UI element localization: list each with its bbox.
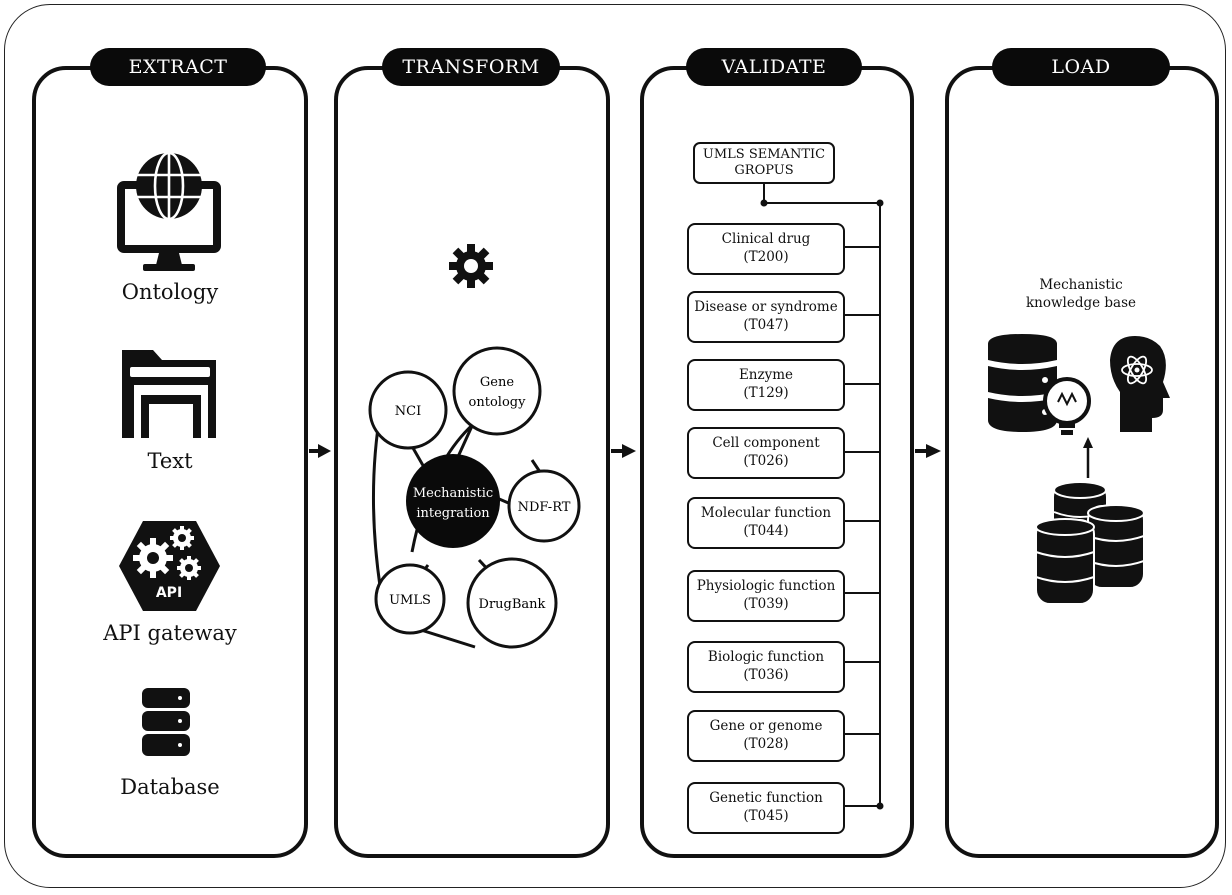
stage-load-label: LOAD [992, 48, 1170, 86]
api-gateway-label: API gateway [103, 621, 237, 645]
upward-arrow [1083, 437, 1093, 478]
umls-semantic-groups-box: UMLS SEMANTIC GROPUS [693, 142, 835, 184]
semantic-group-name: Molecular function [700, 505, 832, 522]
svg-text:Mechanistic: Mechanistic [413, 486, 493, 501]
arrow-validate-to-load [915, 444, 941, 458]
semantic-group-code: (T044) [743, 523, 789, 539]
node-drugbank: DrugBank [466, 557, 558, 649]
ontology-label: Ontology [121, 280, 219, 304]
text-label: Text [147, 449, 193, 473]
stage-validate-label: VALIDATE [686, 48, 862, 86]
umls-semantic-groups-line2: GROPUS [734, 163, 794, 178]
node-umls: UMLS [374, 563, 446, 635]
semantic-group-box: Clinical drug (T200) [687, 223, 845, 275]
stage-transform-label: TRANSFORM [382, 48, 560, 86]
database-label: Database [120, 775, 220, 799]
bracket-dot-left [760, 199, 768, 207]
semantic-group-name: Physiologic function [696, 578, 836, 595]
node-ndf-rt: NDF-RT [507, 469, 581, 543]
semantic-group-box: Genetic function (T045) [687, 782, 845, 834]
node-gene-ontology: Gene ontology [452, 346, 542, 436]
semantic-group-box: Biologic function (T036) [687, 641, 845, 693]
semantic-group-name: Genetic function [709, 790, 823, 807]
database-stack-icon [1035, 481, 1145, 605]
semantic-group-box: Molecular function (T044) [687, 497, 845, 549]
api-gears-icon: API [119, 521, 220, 611]
semantic-group-box: Cell component (T026) [687, 427, 845, 479]
semantic-group-code: (T039) [743, 596, 789, 612]
semantic-group-code: (T028) [743, 736, 789, 752]
semantic-group-code: (T036) [743, 667, 789, 683]
svg-text:ontology: ontology [469, 395, 527, 410]
arrow-extract-to-transform [309, 444, 331, 458]
api-badge-text: API [156, 585, 182, 601]
outer-frame [4, 4, 1226, 888]
node-mechanistic-integration: Mechanistic integration [406, 454, 500, 548]
semantic-group-code: (T200) [743, 249, 789, 265]
knowledge-base-label-line1: Mechanistic [1039, 277, 1123, 293]
svg-text:NCI: NCI [395, 404, 421, 419]
lightbulb-icon [1043, 377, 1091, 435]
svg-text:DrugBank: DrugBank [479, 597, 546, 612]
svg-text:NDF-RT: NDF-RT [518, 500, 571, 515]
svg-text:integration: integration [416, 506, 490, 521]
svg-text:UMLS: UMLS [389, 593, 431, 608]
svg-text:Gene: Gene [480, 375, 514, 390]
semantic-group-box: Disease or syndrome (T047) [687, 291, 845, 343]
semantic-group-box: Enzyme (T129) [687, 359, 845, 411]
gear-icon [449, 244, 493, 288]
semantic-group-name: Clinical drug [721, 231, 811, 248]
stage-extract-label: EXTRACT [90, 48, 266, 86]
arrow-transform-to-validate [611, 444, 636, 458]
database-icon [142, 688, 190, 756]
bracket-dot-top [876, 199, 884, 207]
semantic-group-name: Disease or syndrome [694, 299, 838, 316]
semantic-group-code: (T047) [743, 317, 789, 333]
semantic-group-name: Enzyme [738, 367, 794, 384]
semantic-group-box: Physiologic function (T039) [687, 570, 845, 622]
semantic-group-code: (T045) [743, 808, 789, 824]
knowledge-base-label-line2: knowledge base [1025, 294, 1137, 311]
semantic-group-name: Biologic function [707, 649, 825, 666]
server-database-icon [988, 334, 1057, 432]
semantic-group-box: Gene or genome (T028) [687, 710, 845, 762]
semantic-group-code: (T026) [743, 453, 789, 469]
knowledge-base-label: Mechanistic knowledge base [1010, 277, 1152, 312]
monitor-globe-icon [117, 151, 221, 271]
validate-bracket [763, 184, 881, 807]
semantic-group-code: (T129) [743, 385, 789, 401]
node-nci: NCI [368, 370, 448, 450]
semantic-group-name: Cell component [712, 435, 820, 452]
semantic-group-name: Gene or genome [709, 718, 823, 735]
umls-semantic-groups-line1: UMLS SEMANTIC [702, 147, 826, 163]
bracket-dot-bottom [876, 802, 884, 810]
folder-icon [122, 350, 216, 438]
ai-head-icon [1110, 336, 1170, 432]
